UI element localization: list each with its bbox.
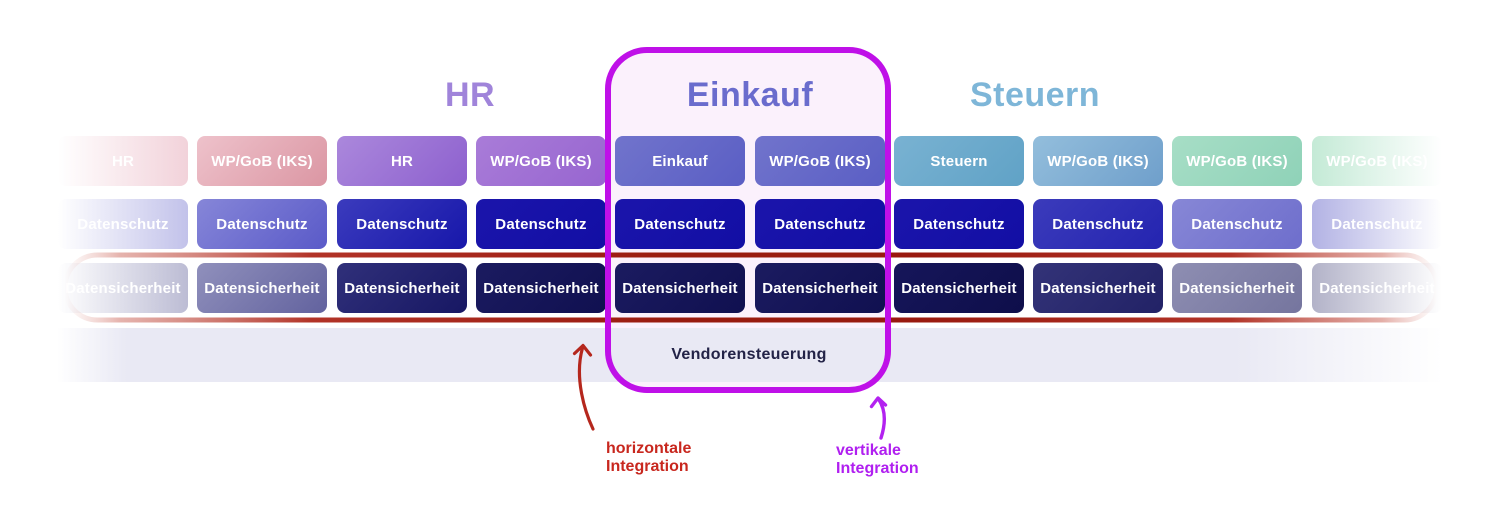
matrix-cell: Einkauf bbox=[615, 136, 745, 186]
matrix-cell: Datensicherheit bbox=[1172, 263, 1302, 313]
matrix-cell-label: Datenschutz bbox=[634, 215, 726, 233]
matrix-cell-label: Datenschutz bbox=[495, 215, 587, 233]
matrix-cell-label: WP/GoB (IKS) bbox=[1047, 152, 1149, 170]
vertical-integration-highlight-border bbox=[605, 47, 891, 393]
vertical-integration-label: vertikale Integration bbox=[836, 442, 919, 477]
matrix-cell-label: Datensicherheit bbox=[1179, 279, 1295, 297]
horizontal-integration-label: horizontale Integration bbox=[606, 440, 692, 475]
matrix-cell: Datenschutz bbox=[755, 199, 885, 249]
matrix-cell: Datensicherheit bbox=[476, 263, 606, 313]
matrix-cell-label: WP/GoB (IKS) bbox=[211, 152, 313, 170]
matrix-cell-label: Datensicherheit bbox=[1040, 279, 1156, 297]
matrix-cell-label: Datenschutz bbox=[1331, 215, 1423, 233]
column-group-header-hr: HR bbox=[444, 76, 496, 114]
matrix-cell: Datenschutz bbox=[1312, 199, 1442, 249]
matrix-cell: Datensicherheit bbox=[58, 263, 188, 313]
matrix-cell-label: Einkauf bbox=[652, 152, 708, 170]
matrix-cell-label: WP/GoB (IKS) bbox=[490, 152, 592, 170]
matrix-cell: Datenschutz bbox=[1033, 199, 1163, 249]
matrix-cell: HR bbox=[58, 136, 188, 186]
matrix-cell-label: Datenschutz bbox=[774, 215, 866, 233]
matrix-cell: Datenschutz bbox=[615, 199, 745, 249]
matrix-cell: WP/GoB (IKS) bbox=[476, 136, 606, 186]
matrix-cell: Datenschutz bbox=[1172, 199, 1302, 249]
matrix-cell: Datenschutz bbox=[337, 199, 467, 249]
matrix-cell-label: HR bbox=[111, 152, 135, 170]
vertical-integration-arrow bbox=[869, 396, 888, 440]
matrix-cell-label: Datenschutz bbox=[77, 215, 169, 233]
matrix-cell: Datensicherheit bbox=[1312, 263, 1442, 313]
matrix-cell: Datenschutz bbox=[476, 199, 606, 249]
matrix-cell: WP/GoB (IKS) bbox=[1312, 136, 1442, 186]
matrix-cell-label: Datenschutz bbox=[1052, 215, 1144, 233]
vendor-band bbox=[57, 328, 1443, 382]
matrix-cell: WP/GoB (IKS) bbox=[197, 136, 327, 186]
matrix-cell: Datensicherheit bbox=[1033, 263, 1163, 313]
matrix-cell: Datenschutz bbox=[58, 199, 188, 249]
matrix-cell: WP/GoB (IKS) bbox=[1033, 136, 1163, 186]
matrix-cell: Steuern bbox=[894, 136, 1024, 186]
matrix-cell-label: Datenschutz bbox=[1191, 215, 1283, 233]
matrix-cell-label: WP/GoB (IKS) bbox=[1326, 152, 1428, 170]
matrix-cell-label: HR bbox=[390, 152, 414, 170]
matrix-cell-label: Datensicherheit bbox=[65, 279, 181, 297]
matrix-cell-label: Datenschutz bbox=[913, 215, 1005, 233]
matrix-cell-label: WP/GoB (IKS) bbox=[769, 152, 871, 170]
column-group-header-steuern: Steuern bbox=[969, 76, 1101, 114]
matrix-cell: Datenschutz bbox=[197, 199, 327, 249]
matrix-cell-label: Datensicherheit bbox=[901, 279, 1017, 297]
matrix-cell: Datensicherheit bbox=[337, 263, 467, 313]
matrix-cell-label: Datensicherheit bbox=[1319, 279, 1435, 297]
matrix-cell-label: Datensicherheit bbox=[344, 279, 460, 297]
matrix-cell-label: Datenschutz bbox=[356, 215, 448, 233]
matrix-cell-label: Datensicherheit bbox=[204, 279, 320, 297]
matrix-cell-label: WP/GoB (IKS) bbox=[1186, 152, 1288, 170]
matrix-cell: WP/GoB (IKS) bbox=[755, 136, 885, 186]
matrix-cell-label: Datensicherheit bbox=[483, 279, 599, 297]
matrix-cell-label: Datenschutz bbox=[216, 215, 308, 233]
matrix-cell: HR bbox=[337, 136, 467, 186]
column-group-header-einkauf: Einkauf bbox=[686, 76, 814, 114]
matrix-cell-label: Steuern bbox=[930, 152, 988, 170]
matrix-cell: Datensicherheit bbox=[894, 263, 1024, 313]
matrix-cell: WP/GoB (IKS) bbox=[1172, 136, 1302, 186]
vendor-bar-label: Vendorensteuerung bbox=[671, 346, 827, 363]
matrix-cell: Datenschutz bbox=[894, 199, 1024, 249]
matrix-cell: Datensicherheit bbox=[197, 263, 327, 313]
